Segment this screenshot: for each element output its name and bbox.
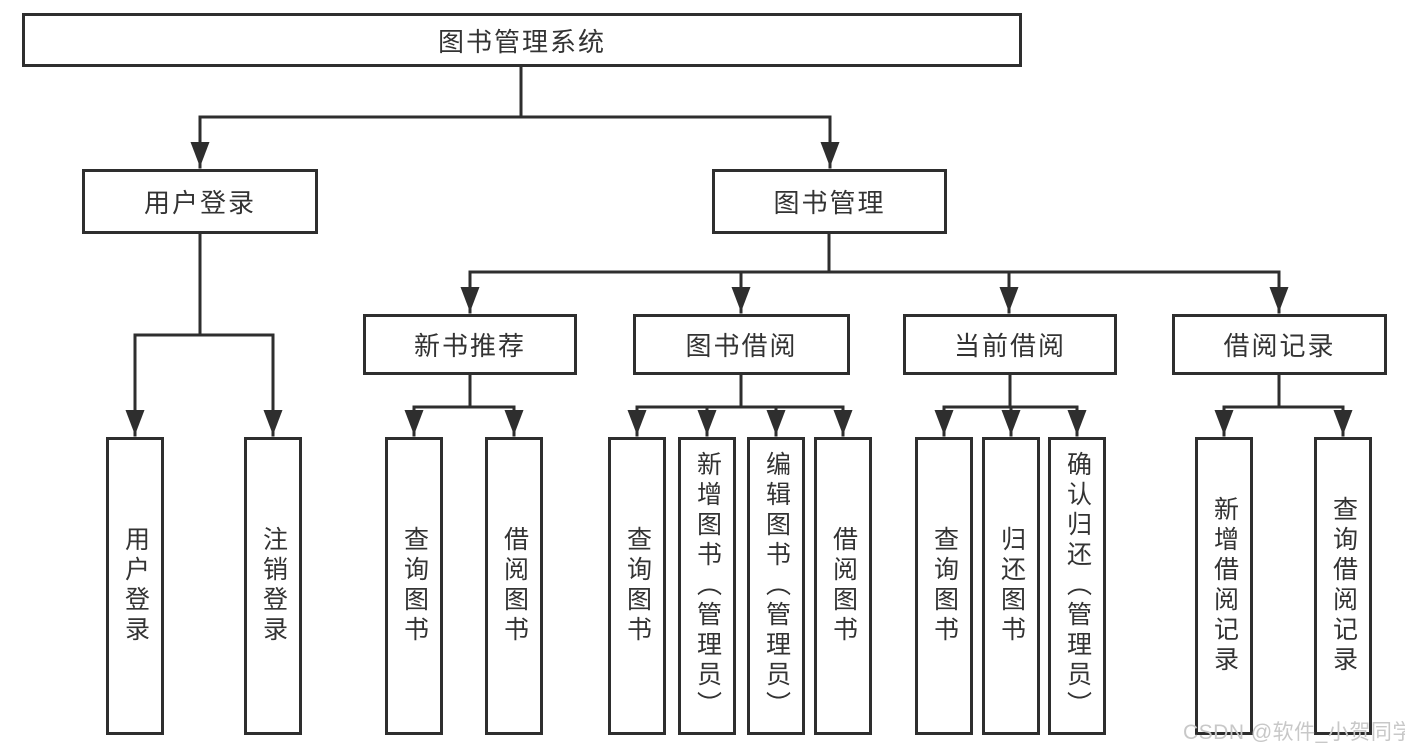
node-user-login: 用户登录	[82, 169, 318, 234]
leaf-logout: 注销登录	[244, 437, 302, 735]
leaf-edit-book-admin-label: 编辑图书（管理员）	[762, 451, 791, 721]
leaf-query-borrow-record: 查询借阅记录	[1314, 437, 1372, 735]
node-library-management-system: 图书管理系统	[22, 13, 1022, 67]
node-book-borrowing: 图书借阅	[633, 314, 850, 375]
leaf-borrow-books-borrowing-label: 借阅图书	[829, 526, 858, 646]
node-book-management: 图书管理	[712, 169, 947, 234]
leaf-add-borrow-record-label: 新增借阅记录	[1210, 496, 1239, 676]
leaf-query-books-current: 查询图书	[915, 437, 973, 735]
leaf-return-book-label: 归还图书	[997, 526, 1026, 646]
csdn-watermark: CSDN @软件_小贺同学	[1183, 721, 1405, 744]
leaf-return-book: 归还图书	[982, 437, 1040, 735]
leaf-edit-book-admin: 编辑图书（管理员）	[747, 437, 805, 735]
leaf-query-books-borrowing: 查询图书	[608, 437, 666, 735]
node-borrowing-records: 借阅记录	[1172, 314, 1387, 375]
leaf-borrow-books-recommend: 借阅图书	[485, 437, 543, 735]
leaf-user-login: 用户登录	[106, 437, 164, 735]
leaf-add-borrow-record: 新增借阅记录	[1195, 437, 1253, 735]
leaf-query-books-recommend-label: 查询图书	[400, 526, 429, 646]
leaf-user-login-label: 用户登录	[121, 526, 150, 646]
leaf-query-books-recommend: 查询图书	[385, 437, 443, 735]
leaf-query-borrow-record-label: 查询借阅记录	[1329, 496, 1358, 676]
node-new-book-recommendation: 新书推荐	[363, 314, 577, 375]
leaf-add-book-admin: 新增图书（管理员）	[678, 437, 736, 735]
node-current-borrowing: 当前借阅	[903, 314, 1117, 375]
leaf-add-book-admin-label: 新增图书（管理员）	[693, 451, 722, 721]
leaf-confirm-return-admin-label: 确认归还（管理员）	[1063, 451, 1092, 721]
leaf-query-books-current-label: 查询图书	[930, 526, 959, 646]
leaf-logout-label: 注销登录	[259, 526, 288, 646]
leaf-borrow-books-borrowing: 借阅图书	[814, 437, 872, 735]
leaf-query-books-borrowing-label: 查询图书	[623, 526, 652, 646]
leaf-borrow-books-recommend-label: 借阅图书	[500, 526, 529, 646]
leaf-confirm-return-admin: 确认归还（管理员）	[1048, 437, 1106, 735]
